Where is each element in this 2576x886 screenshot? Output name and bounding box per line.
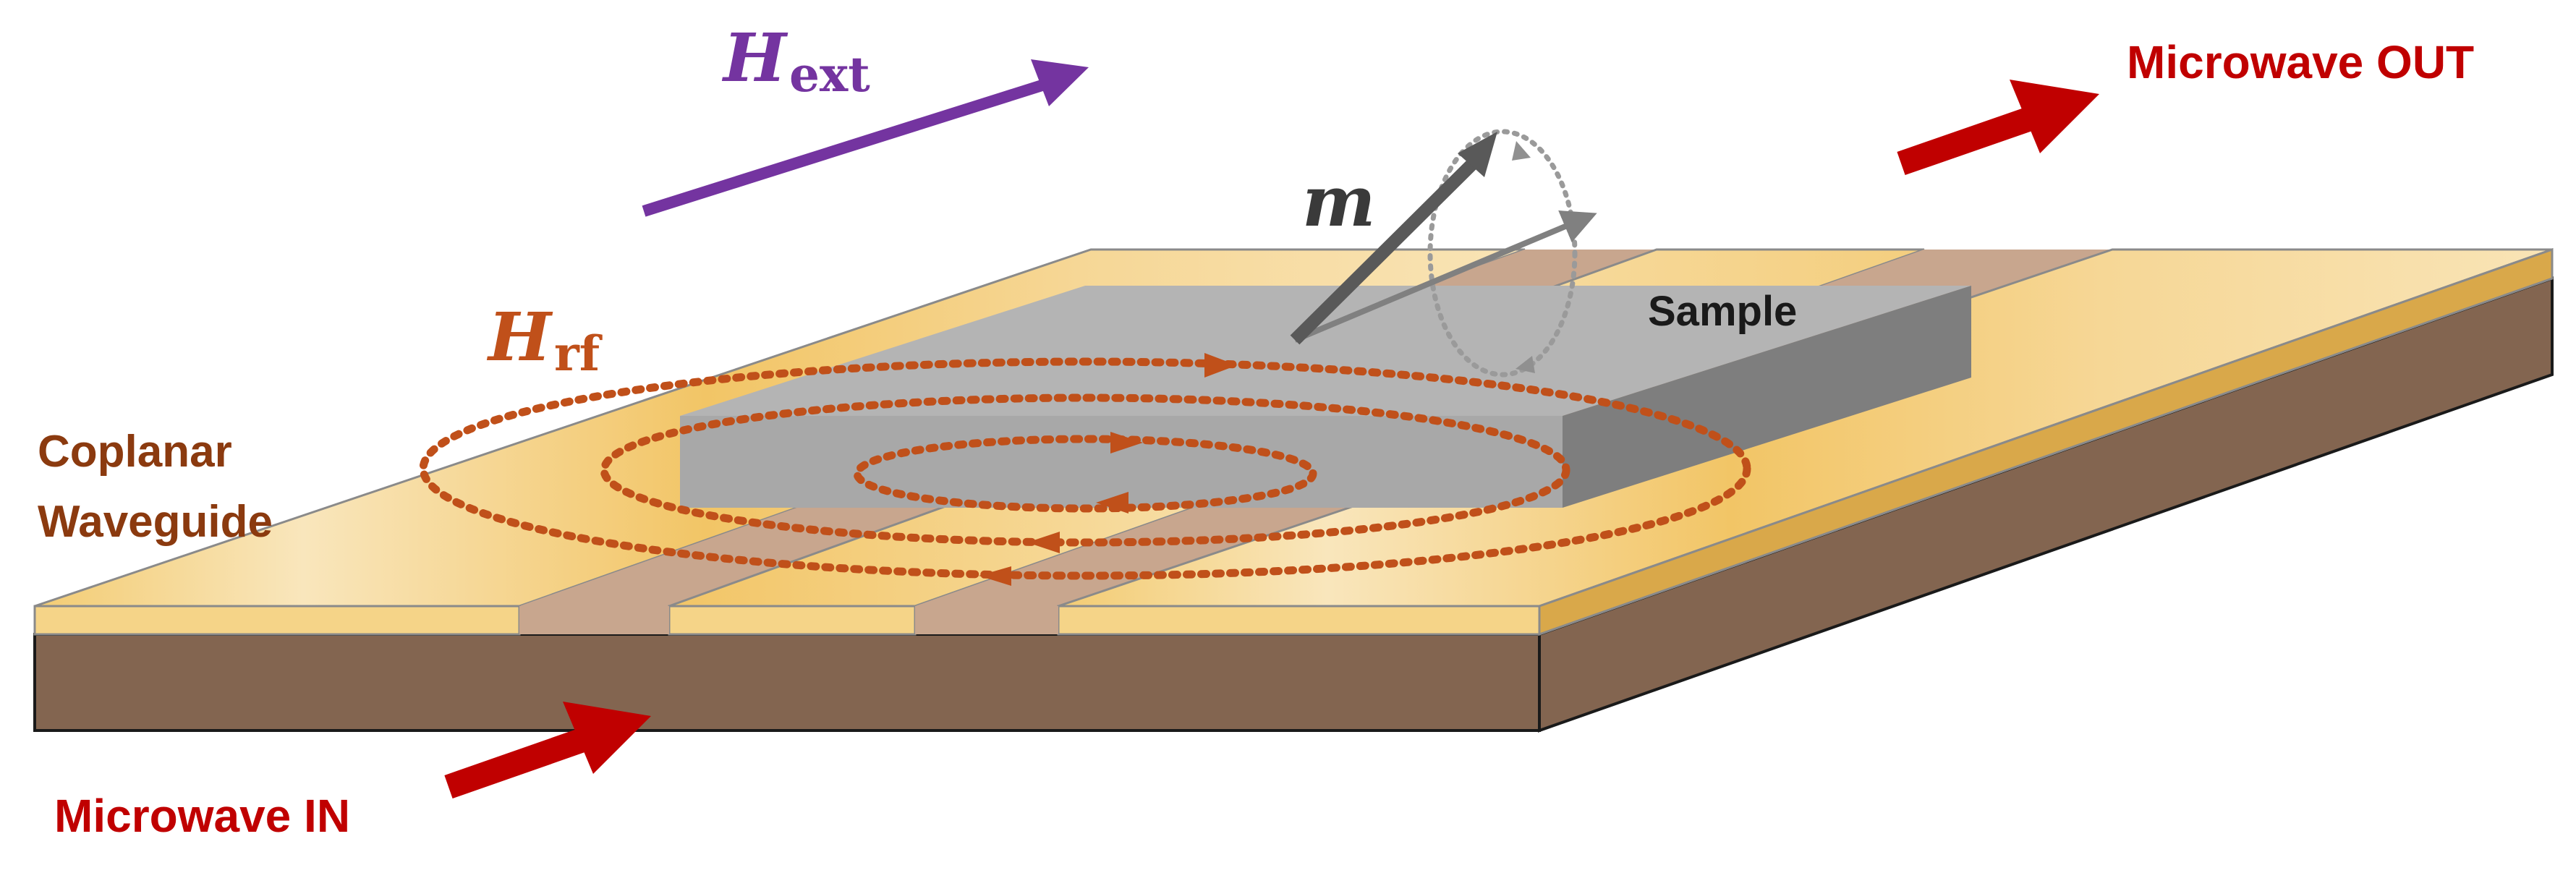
h-ext-arrow <box>642 59 1089 217</box>
field-loop-outer <box>419 357 1751 580</box>
waveguide-label-line1: Coplanar <box>38 427 232 477</box>
ground-right-edge <box>1057 605 1541 636</box>
h-rf-field-loops <box>419 357 1751 580</box>
microwave-in-label: Microwave IN <box>54 790 350 842</box>
microwave-out-label: Microwave OUT <box>2127 36 2474 88</box>
ground-left-edge <box>33 605 521 636</box>
precession-cone <box>1427 129 1578 378</box>
ground-right-side-edge <box>1538 247 2554 636</box>
sample-top-face <box>680 286 1971 416</box>
waveguide-label-line2: Waveguide <box>38 497 273 547</box>
m-precess-arrow <box>1293 210 1597 343</box>
magnetization-precession <box>1290 129 1597 378</box>
sample-block <box>680 286 1971 508</box>
m-arrow <box>1290 156 1481 345</box>
sample-side-face <box>1563 286 1971 508</box>
microwave-in-arrow <box>444 702 651 799</box>
sample-front-face <box>680 416 1563 508</box>
m-label: m <box>1302 161 1376 242</box>
m-arrowhead <box>1458 132 1497 177</box>
substrate-front-face <box>33 633 1541 732</box>
sample-label: Sample <box>1648 288 1797 335</box>
h-ext-label: Hext <box>721 19 870 103</box>
h-rf-label: Hrf <box>486 298 603 382</box>
field-loop-inner <box>853 435 1317 513</box>
h-rf-loop-arrowheads <box>979 353 1237 586</box>
signal-edge <box>668 605 917 636</box>
field-loop-middle <box>600 393 1570 547</box>
microwave-out-arrow <box>1897 80 2099 176</box>
